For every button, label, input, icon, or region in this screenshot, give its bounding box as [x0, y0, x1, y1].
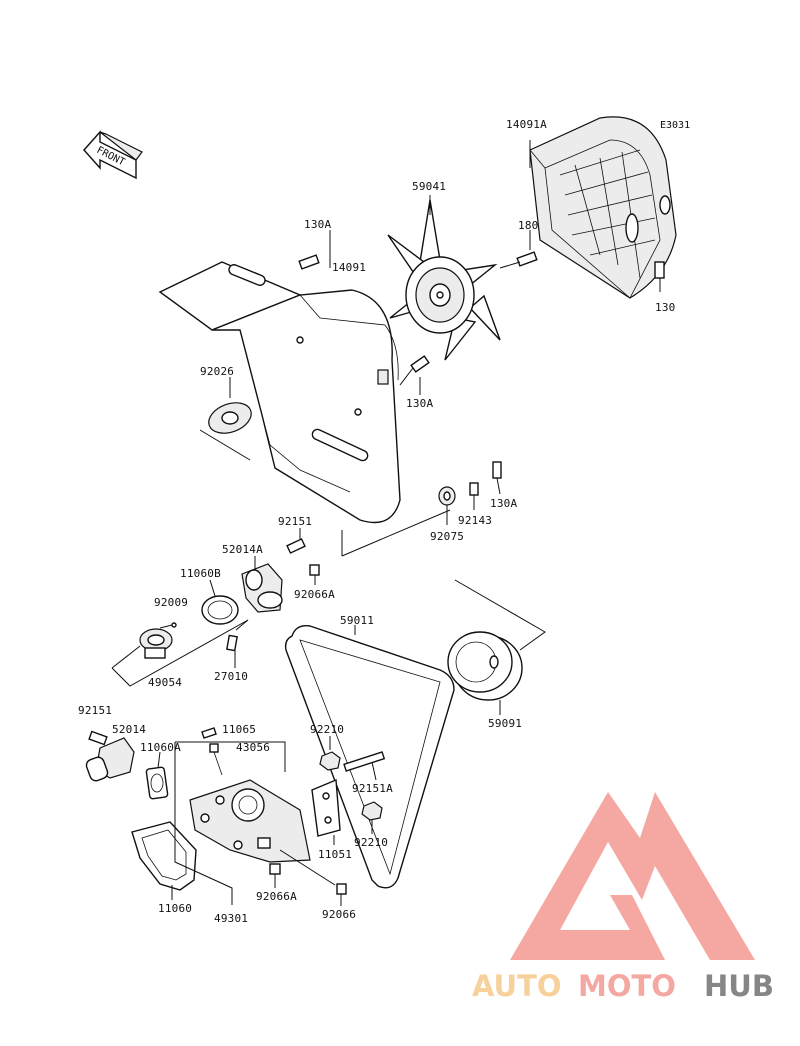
- stud-43056: [209, 743, 223, 776]
- callout-59011: 59011: [340, 614, 374, 627]
- callout-92066: 92066: [322, 908, 356, 921]
- callout-92151-upper: 92151: [278, 515, 312, 528]
- callout-11060B: 11060B: [180, 567, 221, 580]
- callout-92009: 92009: [154, 596, 188, 609]
- fan-shroud-14091A: [529, 116, 677, 299]
- callout-92066A-lower: 92066A: [256, 890, 297, 903]
- clip-11065: [201, 727, 217, 739]
- plate-11051: [311, 778, 341, 837]
- callout-52014A: 52014A: [222, 543, 263, 556]
- gasket-11060: [131, 821, 197, 891]
- belt-cover-14091: [158, 261, 401, 524]
- diagram-code: E3031: [660, 120, 690, 131]
- gasket-11060B: [201, 595, 239, 625]
- callout-59041: 59041: [412, 180, 446, 193]
- callout-14091A: 14091A: [506, 118, 547, 131]
- plug-92066A-upper: [309, 564, 320, 576]
- callout-49301: 49301: [214, 912, 248, 925]
- pin-92009: [159, 622, 177, 629]
- water-outlet-52014A: [241, 563, 283, 613]
- callout-92210-lower: 92210: [354, 836, 388, 849]
- callout-11051: 11051: [318, 848, 352, 861]
- callout-14091: 14091: [332, 261, 366, 274]
- collar-92143: [469, 482, 479, 496]
- temp-sender-27010: [226, 619, 249, 652]
- drain-plug-92066: [336, 883, 347, 895]
- callout-92143: 92143: [458, 514, 492, 527]
- nut-92210-lower: [361, 801, 383, 821]
- gasket-11060A: [145, 766, 169, 800]
- callout-130A-low: 130A: [490, 497, 517, 510]
- callout-130A-mid: 130A: [406, 397, 433, 410]
- pulley-59091: [447, 631, 523, 701]
- bolt-92151-upper: [286, 538, 306, 554]
- watermark-hub: HUB: [704, 969, 774, 1003]
- front-arrow-icon: FRONT: [83, 130, 143, 180]
- callout-52014: 52014: [112, 723, 146, 736]
- bolt-180: [499, 251, 538, 269]
- callout-11065: 11065: [222, 723, 256, 736]
- callout-11060: 11060: [158, 902, 192, 915]
- callout-59091: 59091: [488, 717, 522, 730]
- spacer-92075: [438, 486, 456, 506]
- callout-130A-top: 130A: [304, 218, 331, 231]
- bolt-130A-top: [298, 254, 320, 270]
- bolt-130A-mid: [399, 355, 430, 386]
- thermostat-49054: [139, 628, 173, 659]
- water-outlet-52014: [85, 737, 135, 782]
- callout-92151-lower: 92151: [78, 704, 112, 717]
- grommet-92026: [199, 402, 252, 461]
- bolt-92151A: [343, 751, 386, 772]
- callout-180: 180: [518, 219, 538, 232]
- callout-92026: 92026: [200, 365, 234, 378]
- callout-11060A: 11060A: [140, 741, 181, 754]
- bolt-92151-lower: [88, 730, 108, 746]
- callout-43056: 43056: [236, 741, 270, 754]
- callout-92210-upper: 92210: [310, 723, 344, 736]
- callout-130: 130: [655, 301, 675, 314]
- bolt-130A-low: [492, 461, 502, 495]
- automotohub-watermark-logo: AUTO MOTO HUB: [472, 792, 774, 1003]
- callout-92075: 92075: [430, 530, 464, 543]
- callout-27010: 27010: [214, 670, 248, 683]
- nut-92210-upper: [319, 751, 341, 771]
- watermark-moto: MOTO: [578, 969, 676, 1003]
- callout-92151A: 92151A: [352, 782, 393, 795]
- watermark-auto: AUTO: [472, 969, 562, 1003]
- water-pump-49301: [189, 779, 311, 863]
- callout-92066A-upper: 92066A: [294, 588, 335, 601]
- plug-92066A-lower: [269, 863, 281, 875]
- bolt-130: [654, 261, 665, 292]
- cooling-fan-59041: [387, 199, 501, 361]
- callout-49054: 49054: [148, 676, 182, 689]
